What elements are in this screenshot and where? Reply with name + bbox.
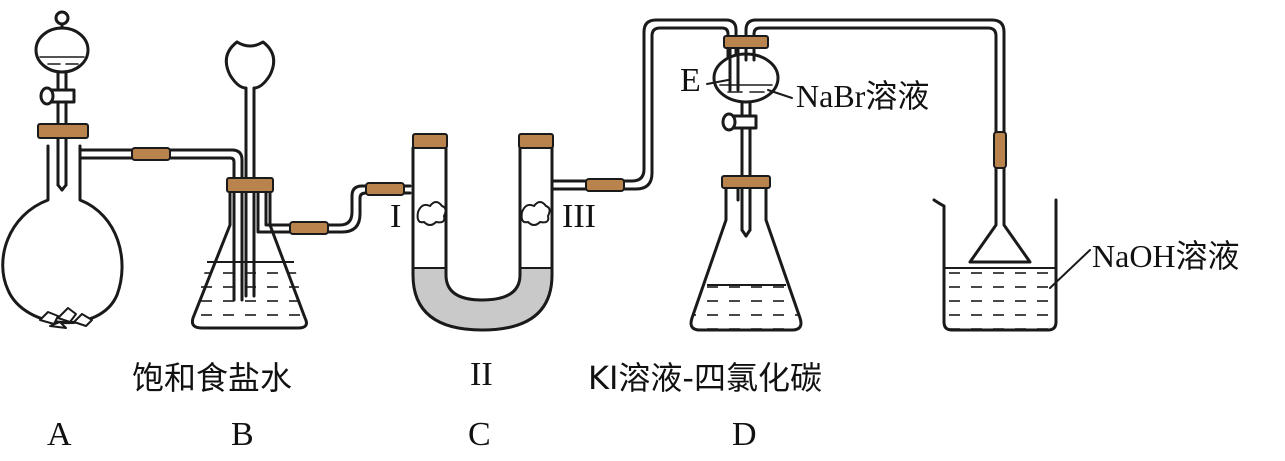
label-a: A xyxy=(47,416,72,453)
u-tube-liquid xyxy=(413,268,552,330)
tube-c-d xyxy=(550,18,738,183)
stopper-e xyxy=(723,35,769,49)
cotton-wad-left xyxy=(416,201,447,226)
liquids xyxy=(192,261,1056,330)
label-d: D xyxy=(732,416,757,453)
u-tube-section-3: III xyxy=(562,198,596,235)
reagent-e-label: NaBr溶液 xyxy=(796,78,930,114)
connector-a-b xyxy=(131,147,171,161)
connector-c-d xyxy=(585,178,625,192)
separatory-funnel-a xyxy=(34,26,90,74)
bulb-e xyxy=(706,18,1006,238)
flask-a xyxy=(1,10,244,329)
stopper-a xyxy=(37,123,89,139)
stopper-d xyxy=(721,175,771,189)
funnel-a-stopper-knob xyxy=(54,10,70,26)
round-bottom-flask-a xyxy=(1,144,124,325)
u-tube-section-1: I xyxy=(390,198,402,235)
connector-e-beaker xyxy=(993,131,1007,169)
solid-reactant xyxy=(39,307,93,329)
stopper-b xyxy=(226,177,274,193)
label-c: C xyxy=(468,416,491,453)
liquid-d xyxy=(691,285,801,330)
thistle-funnel-b xyxy=(224,40,276,298)
liquid-beaker xyxy=(944,268,1056,330)
reagent-d-label: KI溶液-四氯化碳 xyxy=(588,359,822,397)
connector-b-c-1 xyxy=(289,221,329,235)
reagent-beaker-label: NaOH溶液 xyxy=(1092,238,1240,274)
tube-b-c xyxy=(264,182,412,227)
u-tube-section-2: II xyxy=(470,356,493,393)
stopper-c-right xyxy=(518,133,554,149)
stopcock-e[interactable] xyxy=(732,114,758,130)
liquid-b xyxy=(192,262,307,328)
stopper-c-left xyxy=(412,133,448,149)
cotton-wad-right xyxy=(520,201,551,226)
tube-e-beaker xyxy=(744,18,1006,202)
reagent-b-label: 饱和食盐水 xyxy=(132,359,293,397)
label-b: B xyxy=(231,416,254,453)
label-e: E xyxy=(680,62,701,99)
connector-b-c-2 xyxy=(365,182,405,196)
stopcock-a[interactable] xyxy=(50,88,76,104)
inverted-funnel xyxy=(968,198,1032,264)
tube-a-b xyxy=(78,148,244,302)
u-tube-c xyxy=(411,18,738,332)
